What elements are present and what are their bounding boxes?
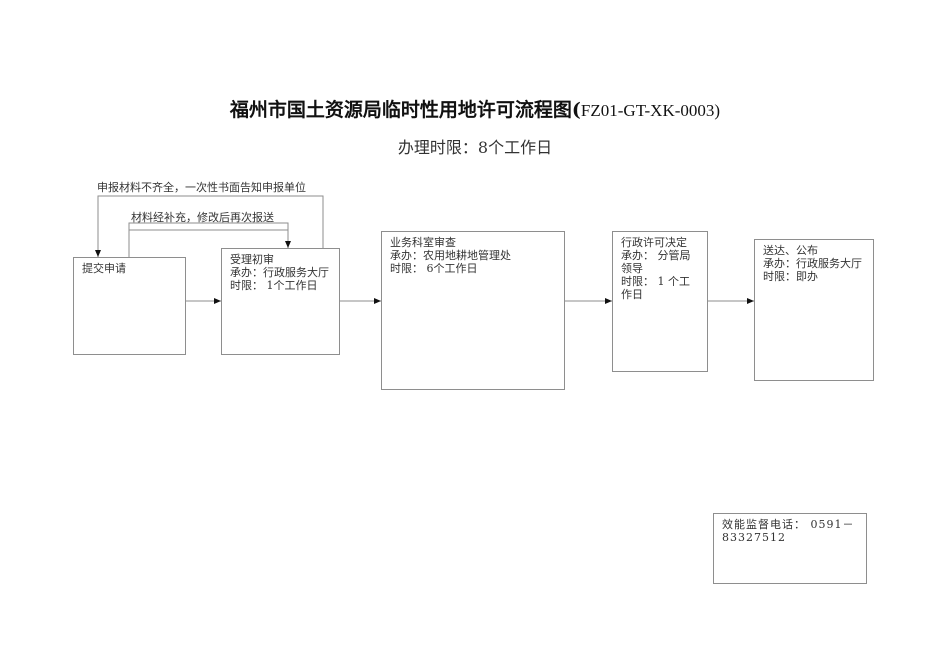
arrow-incomplete-feedback: [95, 195, 324, 257]
step-handler: 承办：行政服务大厅: [763, 257, 862, 270]
step-title: 业务科室审查: [390, 236, 456, 249]
step-title: 送达、公布: [763, 244, 818, 257]
step-time: 时限：即办: [763, 270, 818, 283]
step-department-review: 业务科室审查 承办：农用地耕地管理处 时限： 6个工作日: [381, 231, 565, 390]
supervision-hotline: 效能监督电话： 0591－83327512: [713, 513, 867, 584]
step-handler: 承办：行政服务大厅: [230, 266, 329, 279]
step-handler: 承办： 分管局领导: [621, 249, 691, 275]
step-submit-application: 提交申请: [73, 257, 186, 355]
title-main: 福州市国土资源局临时性用地许可流程图(: [229, 99, 581, 121]
hotline-text: 效能监督电话： 0591－83327512: [722, 518, 855, 544]
step-time: 时限： 6个工作日: [390, 262, 478, 275]
step-time: 时限： 1 个工作日: [621, 275, 690, 301]
arrow-supplement-resubmit: [128, 222, 291, 257]
page-title: 福州市国土资源局临时性用地许可流程图(FZ01-GT-XK-0003): [0, 95, 950, 122]
step-time: 时限： 1个工作日: [230, 279, 318, 292]
page-subtitle: 办理时限：8个工作日: [397, 138, 553, 157]
step-title: 提交申请: [82, 262, 126, 275]
title-code: FZ01-GT-XK-0003): [580, 101, 721, 120]
note-incomplete-materials: 申报材料不齐全，一次性书面告知申报单位: [97, 181, 306, 194]
note-supplement-materials: 材料经补充，修改后再次报送: [131, 211, 274, 224]
step-title: 受理初审: [230, 253, 274, 266]
step-permit-decision: 行政许可决定 承办： 分管局领导 时限： 1 个工作日: [612, 231, 708, 372]
step-initial-review: 受理初审 承办：行政服务大厅 时限： 1个工作日: [221, 248, 340, 355]
step-handler: 承办：农用地耕地管理处: [390, 249, 511, 262]
step-delivery-publish: 送达、公布 承办：行政服务大厅 时限：即办: [754, 239, 874, 381]
step-title: 行政许可决定: [621, 236, 687, 249]
